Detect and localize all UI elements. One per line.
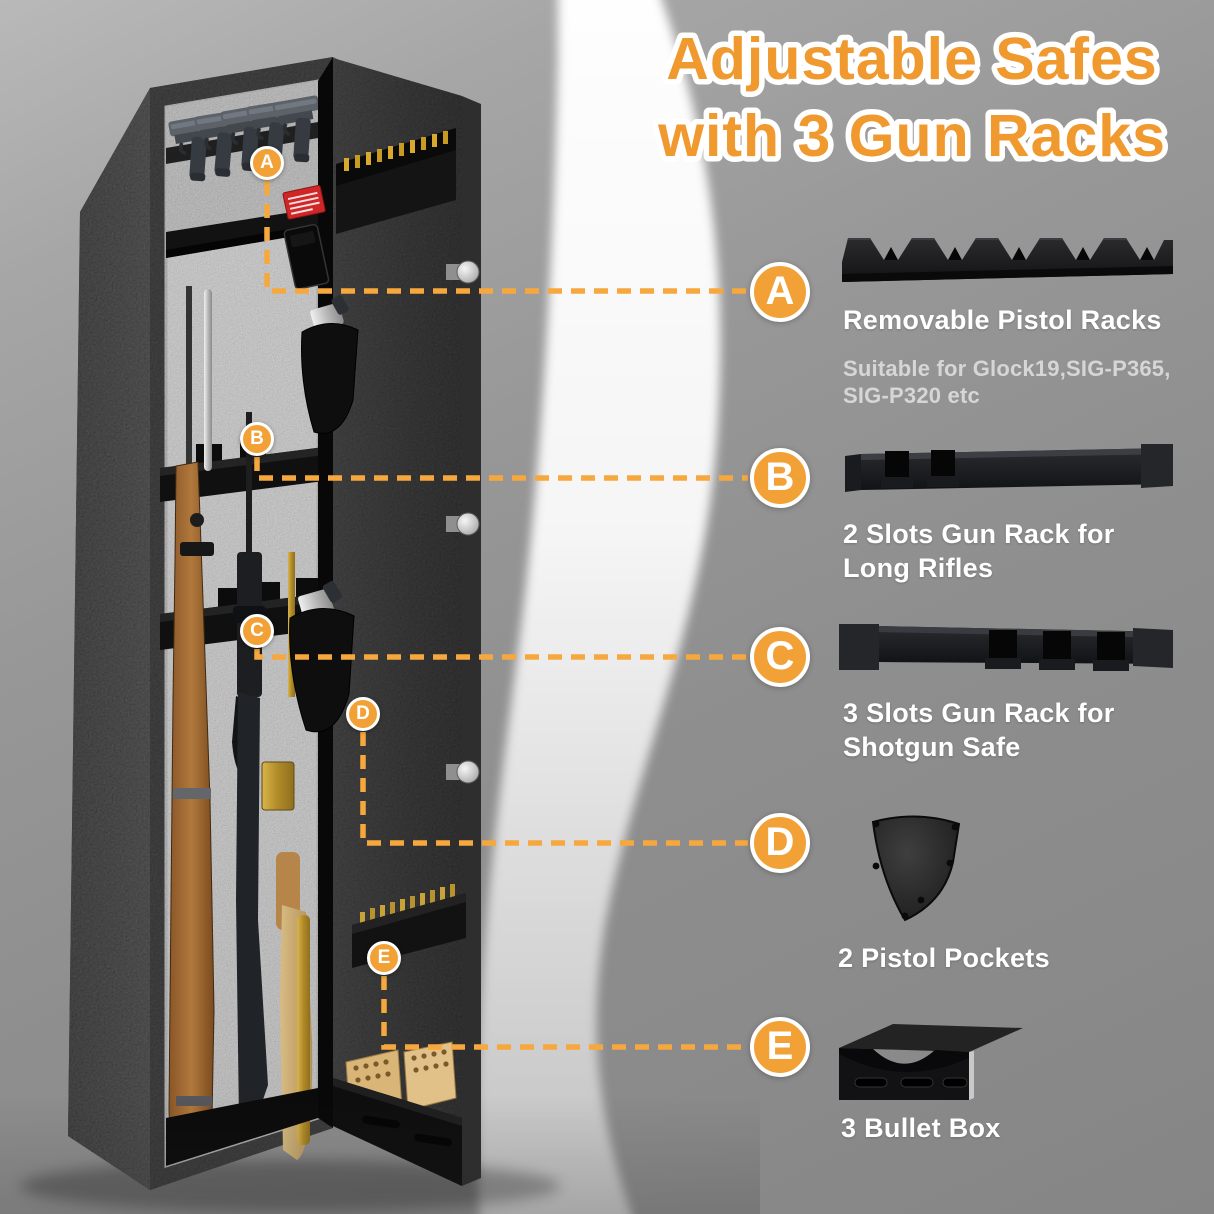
door-pistol-pocket-1 — [301, 295, 359, 434]
door-edge — [462, 96, 481, 1186]
callout-line-a — [264, 181, 748, 294]
marker-e-letter: E — [377, 947, 391, 968]
marker-c-letter: C — [250, 620, 264, 641]
section-a-sub-line1: Suitable for Glock19,SIG-P365, — [843, 356, 1171, 381]
headline: Adjustable Safes with 3 Gun Racks — [652, 21, 1171, 175]
warning-label — [282, 184, 326, 220]
door-keypad — [283, 223, 330, 290]
badge-d-letter: D — [765, 820, 795, 864]
badge-b: B — [750, 448, 810, 508]
section-a-subtitle: Suitable for Glock19,SIG-P365, SIG-P320 … — [843, 355, 1171, 409]
section-b-title-line2: Long Rifles — [843, 553, 994, 583]
removable-pistol-rack-icon — [842, 238, 1173, 282]
pistol-pocket-icon — [871, 815, 961, 922]
section-c-title-line2: Shotgun Safe — [843, 732, 1021, 762]
section-e-title: 3 Bullet Box — [841, 1111, 1001, 1145]
section-a-sub-line2: SIG-P320 etc — [843, 383, 980, 408]
marker-a: A — [250, 146, 284, 180]
badge-d: D — [750, 813, 810, 873]
section-b-title: 2 Slots Gun Rack for Long Rifles — [843, 517, 1115, 585]
marker-d: D — [346, 697, 380, 731]
marker-c: C — [240, 614, 274, 648]
section-a-title-line1: Removable Pistol Racks — [843, 305, 1162, 335]
badge-a-letter: A — [765, 269, 795, 313]
marker-a-letter: A — [260, 152, 274, 173]
two-slot-gun-rack-icon — [845, 444, 1173, 492]
marker-e: E — [367, 941, 401, 975]
badge-c-letter: C — [765, 634, 795, 678]
callout-line-e — [381, 976, 748, 1050]
bullet-box-icon — [839, 1024, 1023, 1100]
callout-line-c — [254, 649, 748, 660]
door-bottom-shelf — [333, 1041, 462, 1186]
section-e-title-line1: 3 Bullet Box — [841, 1113, 1001, 1143]
door-pistol-pocket-2 — [289, 580, 355, 733]
safe-door-open — [282, 58, 481, 1186]
section-c-title-line1: 3 Slots Gun Rack for — [843, 698, 1115, 728]
marker-b-letter: B — [250, 428, 264, 449]
section-b-title-line1: 2 Slots Gun Rack for — [843, 519, 1115, 549]
interior-sill — [166, 1088, 318, 1166]
section-a-title: Removable Pistol Racks — [843, 303, 1162, 337]
marker-b: B — [240, 422, 274, 456]
headline-line-1: Adjustable Safes — [666, 26, 1157, 92]
badge-e-letter: E — [766, 1024, 794, 1068]
safe-cabinet — [68, 57, 353, 1190]
callout-line-d — [360, 732, 748, 846]
light-swoosh-shape — [477, 0, 721, 1214]
badge-b-letter: B — [765, 455, 795, 499]
door-ammo-organizer — [336, 128, 456, 234]
section-d-title: 2 Pistol Pockets — [838, 941, 1050, 975]
brass-bullets-row — [344, 131, 448, 171]
badge-a: A — [750, 262, 810, 322]
three-slot-gun-rack-icon — [839, 624, 1173, 671]
marker-d-letter: D — [356, 703, 370, 724]
standing-bullets — [360, 884, 455, 928]
badge-c: C — [750, 627, 810, 687]
badge-e: E — [750, 1017, 810, 1077]
section-c-title: 3 Slots Gun Rack for Shotgun Safe — [843, 696, 1115, 764]
door-lock-bolts — [446, 260, 480, 784]
headline-line-2: with 3 Gun Racks — [657, 103, 1166, 169]
section-d-title-line1: 2 Pistol Pockets — [838, 943, 1050, 973]
callout-line-b — [254, 457, 748, 481]
